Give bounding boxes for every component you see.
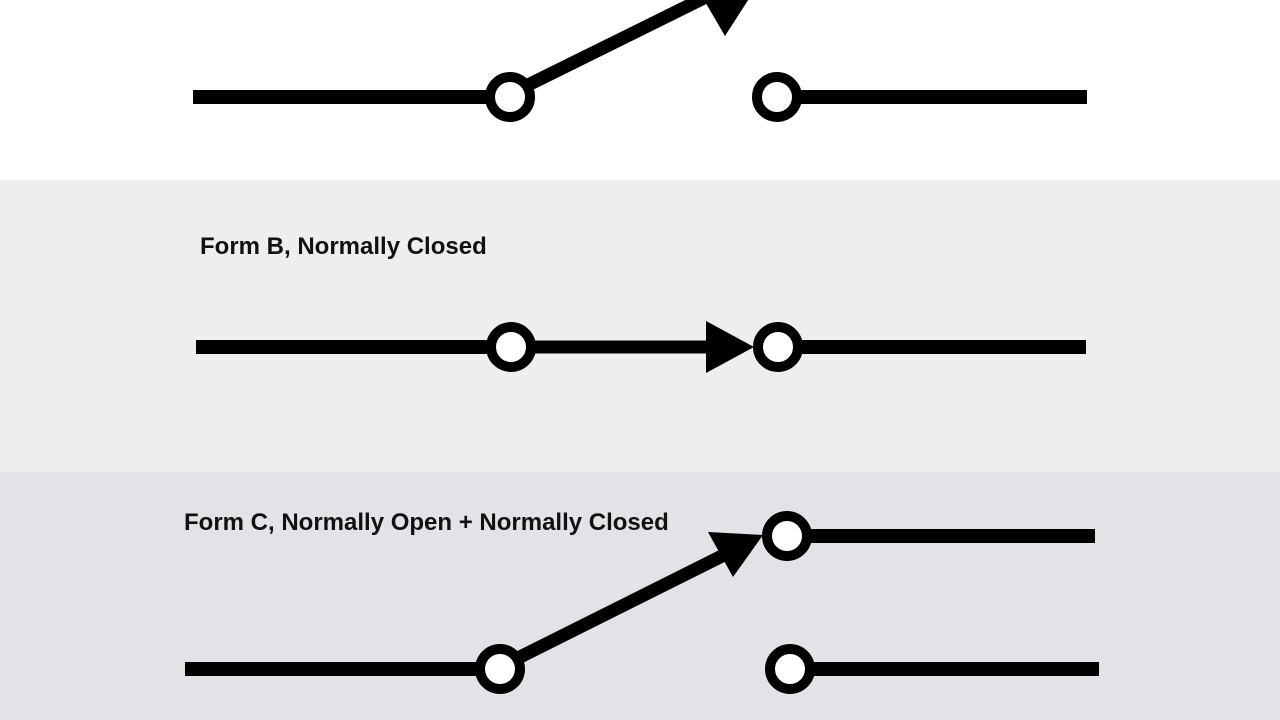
form-b-arrowhead	[706, 321, 754, 373]
form-b-label: Form B, Normally Closed	[200, 233, 487, 260]
form-c-lower-terminal	[765, 644, 815, 694]
form-a-open-terminal	[752, 72, 802, 122]
form-b-common-terminal	[486, 322, 536, 372]
form-b-symbol	[196, 321, 1086, 373]
form-a-arrowhead	[704, 0, 749, 36]
form-a-common-terminal	[485, 72, 535, 122]
form-c-symbol	[185, 511, 1099, 694]
form-c-upper-terminal	[762, 511, 812, 561]
form-c-label: Form C, Normally Open + Normally Closed	[184, 509, 669, 536]
form-b-section	[0, 180, 1280, 472]
form-c-common-terminal	[475, 644, 525, 694]
form-a-switch-arm	[525, 0, 715, 91]
form-b-closed-terminal	[753, 322, 803, 372]
form-c-switch-arm	[517, 547, 731, 663]
form-a-symbol	[193, 0, 1087, 122]
form-c-arrowhead	[708, 532, 763, 577]
